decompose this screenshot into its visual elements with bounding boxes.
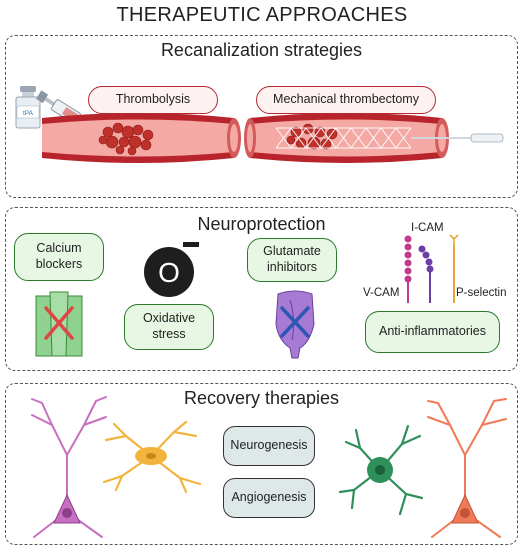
stent-retriever-icon [275,127,412,149]
angiogenesis-label: Angiogenesis [223,478,315,518]
blood-clot-icon [98,122,154,156]
glutamate-inhibitors-label: Glutamate inhibitors [247,238,337,282]
blood-vessel-thrombectomy [244,113,504,163]
oxygen-radical-icon: O [144,242,199,297]
main-title: THERAPEUTIC APPROACHES [116,4,408,26]
pink-neuron-icon [31,396,107,538]
teal-neuron-icon [338,424,424,516]
glutamate-receptor-icon [275,290,315,359]
pselectin-label: P-selectin [456,287,507,299]
astrocyte-icon [102,420,202,494]
neurogenesis-label: Neurogenesis [223,426,315,466]
vcam-label: V-CAM [363,287,400,299]
thrombectomy-label: Mechanical thrombectomy [256,86,436,114]
blood-vessel-thrombolysis [42,113,241,163]
neuroprotection-title: Neuroprotection [197,214,326,234]
svg-text:tPA: tPA [23,110,34,117]
recovery-title: Recovery therapies [183,388,340,408]
icam-label: I-CAM [411,222,444,234]
thrombolysis-label: Thrombolysis [88,86,218,114]
calcium-channel-icon [35,291,83,357]
coral-neuron-icon [427,398,507,538]
svg-text:O: O [158,257,180,288]
oxidative-stress-label: Oxidative stress [124,304,214,350]
tpa-vial-icon: tPA [15,86,41,129]
adhesion-molecules-icon [404,234,459,303]
recanalization-title: Recanalization strategies [160,40,363,60]
anti-inflammatories-label: Anti-inflammatories [365,311,500,353]
calcium-blockers-label: Calcium blockers [14,233,104,281]
